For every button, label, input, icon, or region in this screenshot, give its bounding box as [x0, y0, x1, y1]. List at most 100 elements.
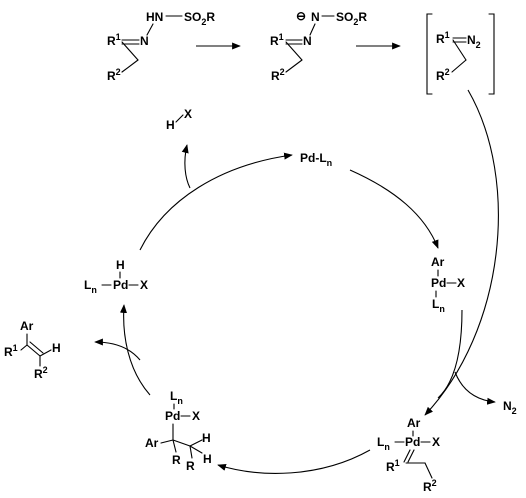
- alkyl-l-label: L: [170, 389, 177, 403]
- svg-text:Pd-Ln: Pd-Ln: [300, 151, 332, 168]
- alkyl-h-a-label: H: [202, 431, 211, 445]
- carbene-r2-label: R: [423, 480, 432, 494]
- hydrazone-r1-sup: 1: [116, 32, 121, 42]
- hydride-l-sub: n: [91, 285, 97, 295]
- anion-ch2-r2-bond: [285, 59, 303, 73]
- diazo-r1-sup: 1: [445, 30, 450, 40]
- diazo-c-ch2-bond: [452, 39, 467, 61]
- anion-r2-label: R: [271, 69, 280, 83]
- svg-text:R1: R1: [436, 30, 450, 46]
- anion-r1-sup: 1: [279, 32, 284, 42]
- hydrazone-so-label: SO: [184, 10, 201, 24]
- alkyl-c-c-bond: [172, 439, 191, 447]
- svg-text:R2: R2: [107, 67, 121, 83]
- pd0-sub: n: [327, 158, 333, 168]
- oxidative-addition-complex: Ar Pd X Ln: [431, 255, 465, 314]
- diazo-left-bracket: [426, 13, 433, 95]
- oa-l-sub: n: [439, 304, 445, 314]
- svg-text:SO2R: SO2R: [184, 10, 215, 27]
- svg-text:Ln: Ln: [432, 297, 445, 314]
- alkene-r1-c-bond: [20, 344, 28, 351]
- alkyl-c-r2-bond: [189, 445, 193, 459]
- n2-label: N: [503, 399, 512, 413]
- hydride-pd-label: Pd: [113, 278, 128, 292]
- svg-text:R2: R2: [34, 365, 48, 381]
- svg-text:Ln: Ln: [84, 278, 97, 295]
- svg-text:R1: R1: [4, 343, 18, 359]
- alkyl-x-label: X: [192, 409, 200, 423]
- alkene-cc-double-a: [26, 344, 41, 357]
- svg-text:R1: R1: [270, 32, 284, 48]
- hydrazone-r2-sup: 2: [116, 67, 121, 77]
- reductive-elimination-arrow: [139, 152, 293, 251]
- anion-so-sub: 2: [353, 17, 358, 27]
- hydrazone-r1-label: R: [107, 34, 116, 48]
- diazo-n2-sub: 2: [476, 40, 481, 50]
- n2-release-arrow: [454, 371, 496, 405]
- diazo-r1-label: R: [436, 32, 445, 46]
- hx-bond: [175, 114, 184, 123]
- pd-hydride-complex: H Ln Pd X: [84, 258, 148, 295]
- oa-l-label: L: [432, 297, 439, 311]
- carbene-pdc-double-a: [403, 449, 411, 463]
- hydrazone-n-label: N: [140, 34, 149, 48]
- anion-n-top-label: N: [311, 10, 320, 24]
- hydrazone-so-sub: 2: [201, 17, 206, 27]
- carbene-ar-label: Ar: [407, 416, 421, 430]
- hx-h-label: H: [166, 118, 175, 132]
- hx-x-label: X: [184, 107, 192, 121]
- carbene-pd-label: Pd: [405, 435, 420, 449]
- carbene-r2-sup: 2: [432, 478, 437, 488]
- diazo-right-bracket: [488, 13, 495, 95]
- diazo-n2-label: N: [467, 33, 476, 47]
- svg-text:R2: R2: [423, 478, 437, 494]
- alkyl-pd-label: Pd: [165, 409, 180, 423]
- hydrazone-r-label: R: [206, 10, 215, 24]
- svg-text:R2: R2: [271, 67, 285, 83]
- hydride-l-label: L: [84, 278, 91, 292]
- alkyl-ar-c-bond: [160, 439, 174, 444]
- svg-text:Ln: Ln: [377, 435, 390, 452]
- hydride-x-label: X: [140, 278, 148, 292]
- carbene-r1-label: R: [386, 460, 395, 474]
- anion-n-label: N: [303, 34, 312, 48]
- anion-charge-symbol: ⊖: [296, 9, 306, 23]
- alkene-release-arrow: [94, 338, 141, 361]
- alkyl-r-b-label: R: [186, 459, 195, 473]
- oa-ar-label: Ar: [431, 255, 445, 269]
- n2-byproduct: N2: [503, 399, 517, 416]
- hydrazone-anion-structure: ⊖ N SO2R N R1 R2: [270, 9, 367, 83]
- diazo-r2-label: R: [436, 69, 445, 83]
- migratory-insertion-arrow: [217, 449, 371, 474]
- hydrazone-c-ch2-bond: [121, 41, 139, 61]
- carbene-l-sub: n: [384, 442, 390, 452]
- alkyl-pd-intermediate: Ln Pd X Ar R R H H: [145, 389, 212, 473]
- carbene-ch2-r2-bond: [424, 462, 433, 479]
- carbene-x-label: X: [432, 435, 440, 449]
- alkene-r1-label: R: [4, 345, 13, 359]
- pd0-label: Pd-L: [300, 151, 327, 165]
- svg-text:SO2R: SO2R: [336, 10, 367, 27]
- diazo-to-carbene-arrow: [424, 89, 499, 416]
- hydrazone-ch2-r2-bond: [121, 59, 139, 73]
- carbene-r1-sup: 1: [395, 458, 400, 468]
- hx-byproduct: H X: [166, 107, 192, 132]
- alkene-h-label: H: [52, 341, 61, 355]
- beta-hydride-elimination-arrow: [119, 304, 151, 396]
- alkene-ar-label: Ar: [20, 319, 34, 333]
- svg-text:N2: N2: [503, 399, 517, 416]
- diazo-ch2-r2-bond: [451, 59, 467, 73]
- alkyl-r-a-label: R: [172, 453, 181, 467]
- svg-text:R1: R1: [386, 458, 400, 474]
- anion-r2-sup: 2: [280, 67, 285, 77]
- alkyl-h-b-label: H: [203, 452, 212, 466]
- alkene-c-h-bond: [39, 349, 52, 357]
- alkene-product: Ar R1 H R2: [4, 319, 61, 381]
- anion-r1-label: R: [270, 34, 279, 48]
- anion-r-label: R: [358, 10, 367, 24]
- svg-text:R2: R2: [436, 67, 450, 83]
- pd0-catalyst: Pd-Ln: [300, 151, 332, 168]
- oa-pd-label: Pd: [431, 276, 446, 290]
- alkene-cc-double-b: [29, 341, 44, 354]
- oxidative-addition-arrow: [349, 169, 439, 249]
